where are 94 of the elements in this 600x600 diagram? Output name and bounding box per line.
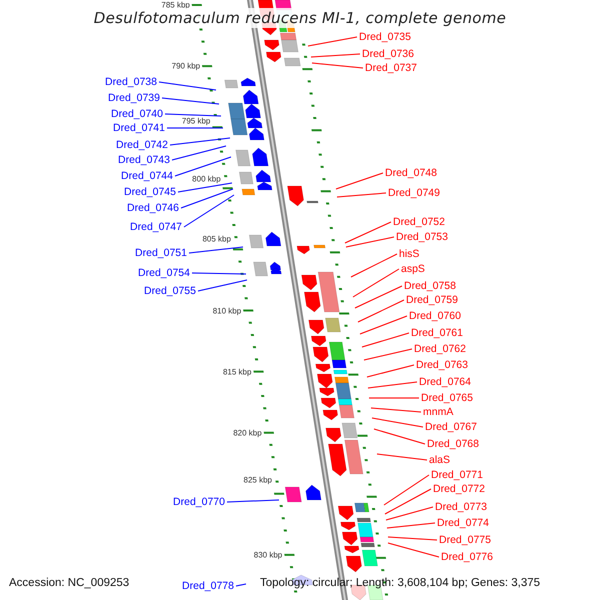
scale-label: 830 kbp xyxy=(254,550,282,560)
leader-line xyxy=(310,54,360,58)
leader-line xyxy=(158,82,216,90)
gene-label: Dred_0744 xyxy=(121,170,173,182)
gene-label: Dred_0746 xyxy=(127,202,179,214)
scale-label: 790 kbp xyxy=(172,62,200,71)
leader-line xyxy=(184,194,234,228)
gene-label: Dred_0772 xyxy=(433,483,485,495)
gene-label: Dred_0749 xyxy=(388,187,440,199)
gene-label: Dred_0762 xyxy=(414,343,466,355)
leader-line xyxy=(370,408,422,412)
gene-label: Dred_0735 xyxy=(359,31,411,43)
gene-label: Dred_0737 xyxy=(365,62,417,74)
gene-label: Dred_0761 xyxy=(411,327,463,339)
leader-line xyxy=(192,272,246,274)
gene-label: Dred_0778 xyxy=(182,580,234,592)
gene-label: Dred_0751 xyxy=(135,247,187,259)
gene-label: Dred_0753 xyxy=(396,231,448,243)
gene-label: Dred_0764 xyxy=(419,376,471,388)
leader-line xyxy=(374,428,426,444)
leader-line xyxy=(312,62,364,68)
gene-label: Dred_0771 xyxy=(431,469,483,481)
gene-label: hisS xyxy=(399,248,420,260)
gene-label: Dred_0748 xyxy=(385,167,437,179)
scale-label: 805 kbp xyxy=(202,234,231,244)
leader-line xyxy=(366,364,414,378)
gene-label: Dred_0770 xyxy=(173,496,225,508)
leader-line xyxy=(364,348,412,360)
leader-line xyxy=(198,280,248,292)
gene-label: Dred_0776 xyxy=(441,551,493,563)
gene-label: Dred_0738 xyxy=(105,76,157,88)
leader-line xyxy=(384,488,432,514)
leader-line xyxy=(372,418,424,428)
scale-label: 800 kbp xyxy=(192,174,221,184)
leader-line xyxy=(336,172,384,190)
gene-label: Dred_0768 xyxy=(427,438,479,450)
leader-line xyxy=(368,382,418,388)
leader-line xyxy=(358,300,404,322)
leader-line xyxy=(180,188,234,208)
gene-label: Dred_0773 xyxy=(435,501,487,513)
gene-label: Dred_0765 xyxy=(421,392,473,404)
gene-label: Dred_0743 xyxy=(118,154,170,166)
gene-label: mnmA xyxy=(423,406,454,418)
leader-line xyxy=(170,138,230,146)
leader-line xyxy=(162,98,220,104)
genome-summary-text: Topology: circular; Length: 3,608,104 bp; Genes: 3,375 xyxy=(260,576,540,590)
leader-line xyxy=(376,454,428,460)
gene-label: Dred_0742 xyxy=(116,139,168,151)
leader-line xyxy=(388,536,438,540)
gene-label: Dred_0775 xyxy=(439,534,491,546)
gene-label: Dred_0755 xyxy=(144,285,196,297)
scale-label: 815 kbp xyxy=(222,367,252,376)
leader-line xyxy=(336,192,386,198)
gene-label: Dred_0758 xyxy=(404,280,456,292)
leader-line xyxy=(352,268,400,298)
leader-line xyxy=(172,146,226,160)
leader-line xyxy=(360,316,408,334)
gene-label: Dred_0759 xyxy=(406,294,458,306)
gene-label: Dred_0741 xyxy=(113,122,165,134)
gene-label: Dred_0745 xyxy=(124,186,176,198)
leader-line xyxy=(388,542,440,558)
gene-label: Dred_0752 xyxy=(393,216,445,228)
leader-line xyxy=(386,506,434,520)
leader-line xyxy=(384,474,430,506)
scale-label: 785 kbp xyxy=(161,0,190,10)
leader-line xyxy=(178,182,232,192)
leader-line xyxy=(164,114,222,116)
gene-label: Dred_0763 xyxy=(416,359,468,371)
leader-line xyxy=(346,236,394,248)
leader-line xyxy=(362,332,410,348)
leader-line xyxy=(350,254,398,278)
leader-line xyxy=(226,500,280,502)
leader-line xyxy=(188,246,244,254)
scale-label: 810 kbp xyxy=(212,306,242,315)
scale-label: 820 kbp xyxy=(233,428,262,438)
gene-label: Dred_0754 xyxy=(138,267,190,279)
leader-line xyxy=(354,286,402,308)
gene-label: aspS xyxy=(401,263,425,275)
scale-label: 825 kbp xyxy=(244,475,272,484)
leader-line xyxy=(386,522,436,528)
gene-label: alaS xyxy=(429,454,450,466)
gene-label: Dred_0767 xyxy=(425,421,477,433)
gene-label: Dred_0736 xyxy=(362,48,414,60)
gene-label: Dred_0747 xyxy=(130,221,182,233)
gene-label: Dred_0774 xyxy=(437,517,489,529)
accession-text: Accession: NC_009253 xyxy=(9,576,130,590)
scale-label: 795 kbp xyxy=(182,116,210,126)
leader-line xyxy=(236,584,246,586)
gene-label: Dred_0739 xyxy=(108,92,160,104)
leader-line xyxy=(308,36,358,46)
leader-line xyxy=(344,222,392,244)
leader-line xyxy=(174,156,232,176)
gene-label: Dred_0740 xyxy=(111,108,163,120)
gene-label: Dred_0760 xyxy=(409,310,461,322)
